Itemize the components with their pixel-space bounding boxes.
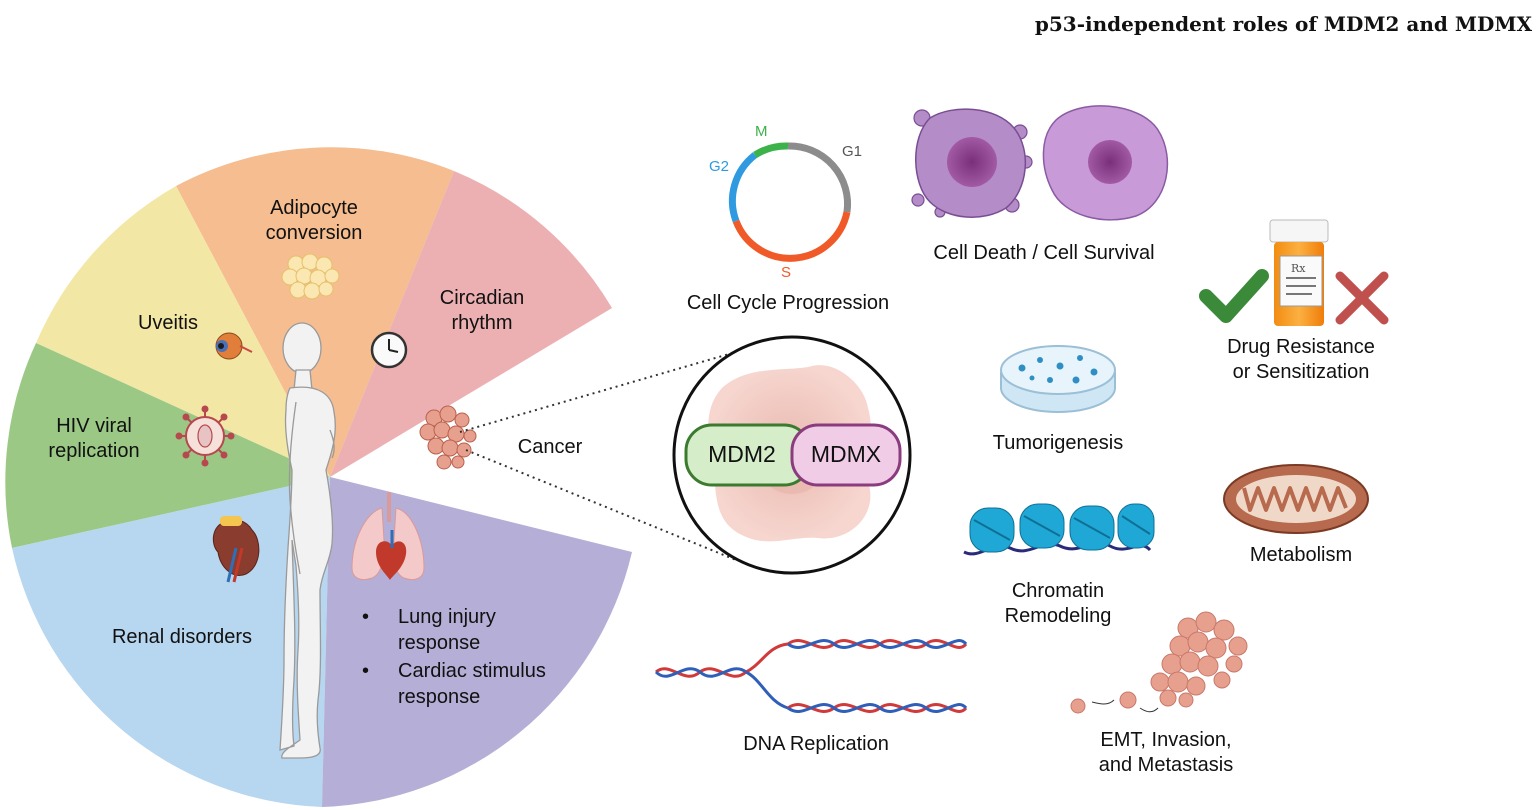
- mdmx-pill: [790, 423, 902, 487]
- cell-cycle-ring: [728, 142, 852, 262]
- label-emt-line2: and Metastasis: [1098, 754, 1234, 776]
- bullet-lung-cont: response: [362, 630, 582, 656]
- cell-cycle-arc-g1: [787, 142, 852, 213]
- pie-segment-hiv: [5, 343, 331, 548]
- label-drug: Drug Resistance or Sensitization: [1196, 335, 1406, 385]
- label-hiv-line1: HIV viral: [56, 415, 132, 437]
- clock-icon: [370, 331, 408, 369]
- label-adipocyte: Adipocyte conversion: [244, 196, 384, 246]
- zoom-connector-lines: [459, 351, 737, 561]
- phase-s: S: [781, 264, 792, 281]
- label-adipocyte-line1: Adipocyte: [270, 197, 358, 219]
- chromatin-nucleosomes-icon: [963, 503, 1155, 556]
- label-hiv-line2: replication: [48, 440, 140, 462]
- label-cell-cycle: Cell Cycle Progression: [686, 292, 890, 314]
- figure-title: p53-independent roles of MDM2 and MDMX: [1034, 12, 1532, 36]
- label-chromatin-line1: Chromatin: [1011, 580, 1105, 602]
- mitochondrion-icon: [1223, 464, 1369, 534]
- label-circadian-line2: rhythm: [451, 312, 513, 334]
- check-icon: [1199, 269, 1269, 323]
- mdm-cell-zoom: [672, 335, 912, 575]
- hiv-virus-icon: [175, 405, 235, 467]
- phase-g1: G1: [842, 143, 863, 160]
- human-body-figure: [279, 322, 336, 759]
- bullet-lung: • Lung injury: [362, 606, 496, 628]
- dna-replication-fork-icon: [654, 639, 968, 713]
- metastasis-cluster-icon: [1070, 611, 1248, 714]
- pill-bottle-icon: Rx: [1269, 219, 1329, 326]
- surviving-cell-icon: [1042, 105, 1169, 221]
- bullet-cardiac: • Cardiac stimulus: [362, 660, 546, 682]
- label-dna: DNA Replication: [743, 733, 889, 755]
- label-drug-line2: or Sensitization: [1232, 361, 1370, 383]
- bullet-lung-line1: Lung injury: [398, 606, 496, 628]
- phase-m: M: [755, 123, 768, 140]
- tumor-cluster-icon: [419, 405, 477, 470]
- label-circadian: Circadian rhythm: [412, 286, 552, 336]
- label-drug-line1: Drug Resistance: [1227, 336, 1375, 358]
- label-tumorigenesis: Tumorigenesis: [992, 432, 1124, 454]
- cell-cycle-arc-m: [753, 142, 789, 159]
- label-mdm2: MDM2: [708, 441, 776, 467]
- bullet-cardiac-cont: response: [362, 684, 582, 710]
- pie-segment-adipocyte: [176, 147, 454, 478]
- svg-text:Rx: Rx: [1291, 262, 1306, 275]
- lungs-heart-icon: [351, 492, 425, 581]
- bullet-cardiac-line1: Cardiac stimulus: [398, 660, 546, 682]
- eye-icon: [215, 332, 253, 360]
- label-renal: Renal disorders: [111, 626, 253, 648]
- label-hiv: HIV viral replication: [24, 414, 164, 464]
- bullet-lung-line2: response: [398, 632, 481, 654]
- migration-arrows-icon: [1091, 699, 1159, 713]
- phase-g2: G2: [709, 158, 730, 175]
- petri-dish-icon: [1000, 345, 1116, 413]
- pie-segment-circadian: [330, 171, 612, 477]
- label-chromatin-line2: Remodeling: [1004, 605, 1112, 627]
- label-cell-death: Cell Death / Cell Survival: [933, 242, 1155, 264]
- dying-cell-icon: [911, 108, 1033, 218]
- cell-cycle-arc-s: [732, 211, 851, 262]
- cell-cycle-arc-g2: [728, 152, 758, 223]
- label-chromatin: Chromatin Remodeling: [978, 579, 1138, 629]
- label-adipocyte-line2: conversion: [265, 222, 363, 244]
- pie-chart: [5, 147, 632, 807]
- label-metabolism: Metabolism: [1249, 544, 1353, 566]
- kidney-icon: [212, 516, 260, 583]
- adipocyte-cluster-icon: [281, 253, 340, 300]
- label-circadian-line1: Circadian: [439, 287, 525, 309]
- label-mdmx: MDMX: [810, 441, 882, 467]
- cross-icon: [1335, 271, 1389, 325]
- label-emt-line1: EMT, Invasion,: [1100, 729, 1232, 751]
- bullet-cardiac-line2: response: [398, 686, 481, 708]
- pie-segment-uveitis: [36, 186, 330, 477]
- label-uveitis: Uveitis: [137, 312, 198, 334]
- label-cancer: Cancer: [517, 436, 583, 458]
- label-emt: EMT, Invasion, and Metastasis: [1076, 728, 1256, 778]
